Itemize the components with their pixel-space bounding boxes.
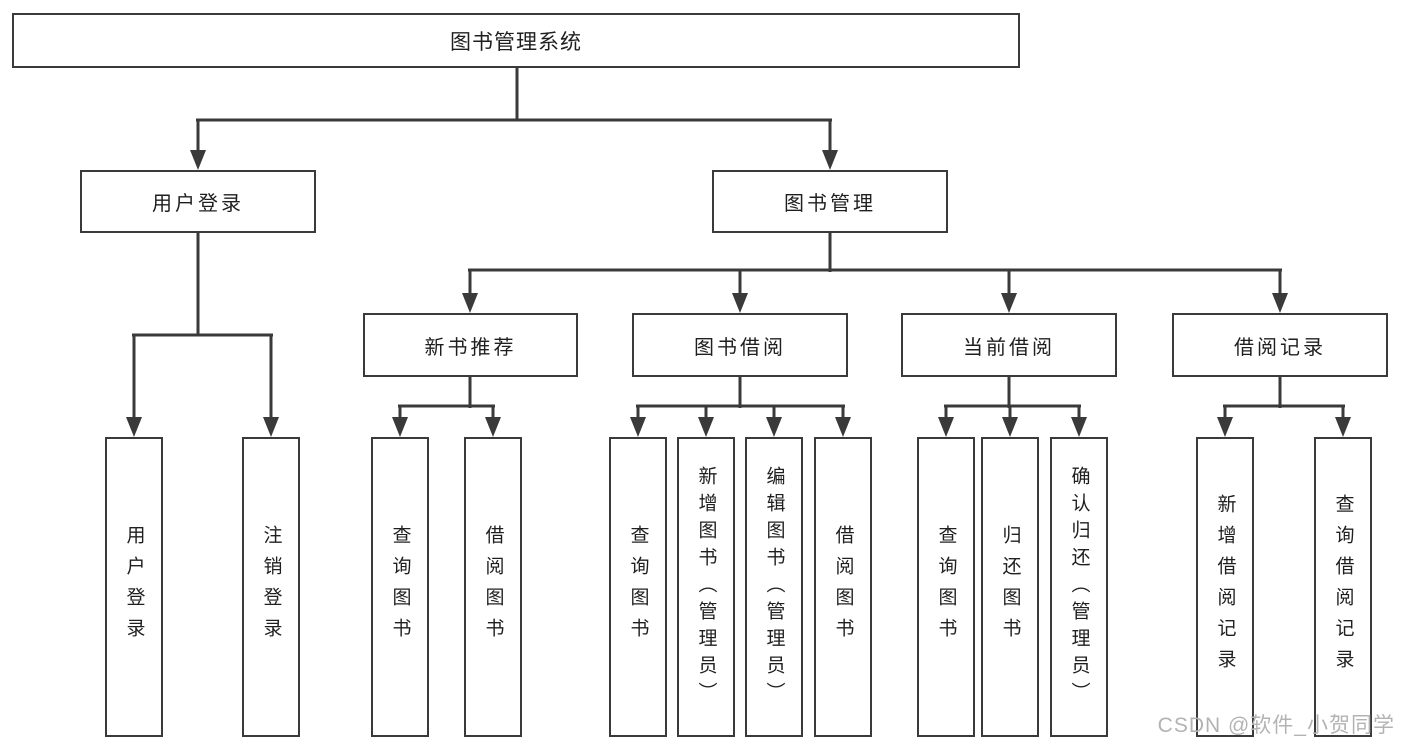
arrowhead-logout [263,417,279,437]
node-add-book-admin: 新增图书（管理员） [677,437,735,737]
arrowhead-book-borrow [732,293,748,313]
arrowhead-cb-return [1002,417,1018,437]
node-recommend-borrow-book: 借阅图书 [464,437,522,737]
arrowhead-book-mgmt [822,150,838,170]
arrowhead-bb-query [630,417,646,437]
node-user-login-branch: 用户登录 [80,170,316,233]
arrowhead-br-query [1335,417,1351,437]
node-borrowing-query-book-label: 查询图书 [627,525,649,649]
node-book-borrowing: 图书借阅 [632,313,848,377]
node-current-query-book-label: 查询图书 [935,525,957,649]
node-confirm-return-admin: 确认归还（管理员） [1050,437,1108,737]
node-edit-book-admin-label: 编辑图书（管理员） [763,465,785,709]
node-add-borrow-record-label: 新增借阅记录 [1214,494,1236,680]
node-library-system-label: 图书管理系统 [450,30,582,54]
node-confirm-return-admin-label: 确认归还（管理员） [1068,465,1090,709]
node-book-borrowing-label: 图书借阅 [694,336,786,359]
arrowhead-borrow-records [1272,293,1288,313]
arrowhead-bb-edit [766,417,782,437]
node-borrowing-records-label: 借阅记录 [1234,336,1326,359]
arrowhead-bb-borrow [835,417,851,437]
node-recommend-borrow-book-label: 借阅图书 [482,525,504,649]
node-recommend-query-book-label: 查询图书 [389,525,411,649]
node-library-system: 图书管理系统 [12,13,1020,68]
arrowhead-login [126,417,142,437]
node-logout-label: 注销登录 [260,525,282,649]
node-current-borrowing-label: 当前借阅 [963,336,1055,359]
node-book-management-label: 图书管理 [784,193,876,215]
arrowhead-group [126,150,1351,437]
node-logout: 注销登录 [242,437,300,737]
node-edit-book-admin: 编辑图书（管理员） [745,437,803,737]
arrowhead-nb-borrow [485,417,501,437]
node-borrowing-borrow-book-label: 借阅图书 [832,525,854,649]
node-query-borrow-record: 查询借阅记录 [1314,437,1372,737]
node-current-query-book: 查询图书 [917,437,975,737]
arrowhead-new-book [462,293,478,313]
node-new-book-recommend-label: 新书推荐 [424,336,517,359]
arrowhead-bb-add [698,417,714,437]
arrowhead-cb-confirm [1071,417,1087,437]
arrowhead-nb-query [392,417,408,437]
node-user-login-action-label: 用户登录 [123,525,145,649]
node-new-book-recommend: 新书推荐 [363,313,578,377]
node-return-book: 归还图书 [981,437,1039,737]
node-borrowing-query-book: 查询图书 [609,437,667,737]
node-borrowing-records: 借阅记录 [1172,313,1388,377]
node-book-management: 图书管理 [712,170,948,233]
node-current-borrowing: 当前借阅 [901,313,1117,377]
arrowhead-br-add [1217,417,1233,437]
arrowhead-cb-query [938,417,954,437]
arrowhead-user-login [190,150,206,170]
node-return-book-label: 归还图书 [999,525,1021,649]
node-query-borrow-record-label: 查询借阅记录 [1332,494,1354,680]
node-user-login-branch-label: 用户登录 [152,193,244,215]
node-recommend-query-book: 查询图书 [371,437,429,737]
watermark-text: CSDN @软件_小贺同学 [1157,714,1395,737]
node-add-borrow-record: 新增借阅记录 [1196,437,1254,737]
node-user-login-action: 用户登录 [105,437,163,737]
arrowhead-current-borrow [1001,293,1017,313]
node-borrowing-borrow-book: 借阅图书 [814,437,872,737]
node-add-book-admin-label: 新增图书（管理员） [695,465,717,709]
